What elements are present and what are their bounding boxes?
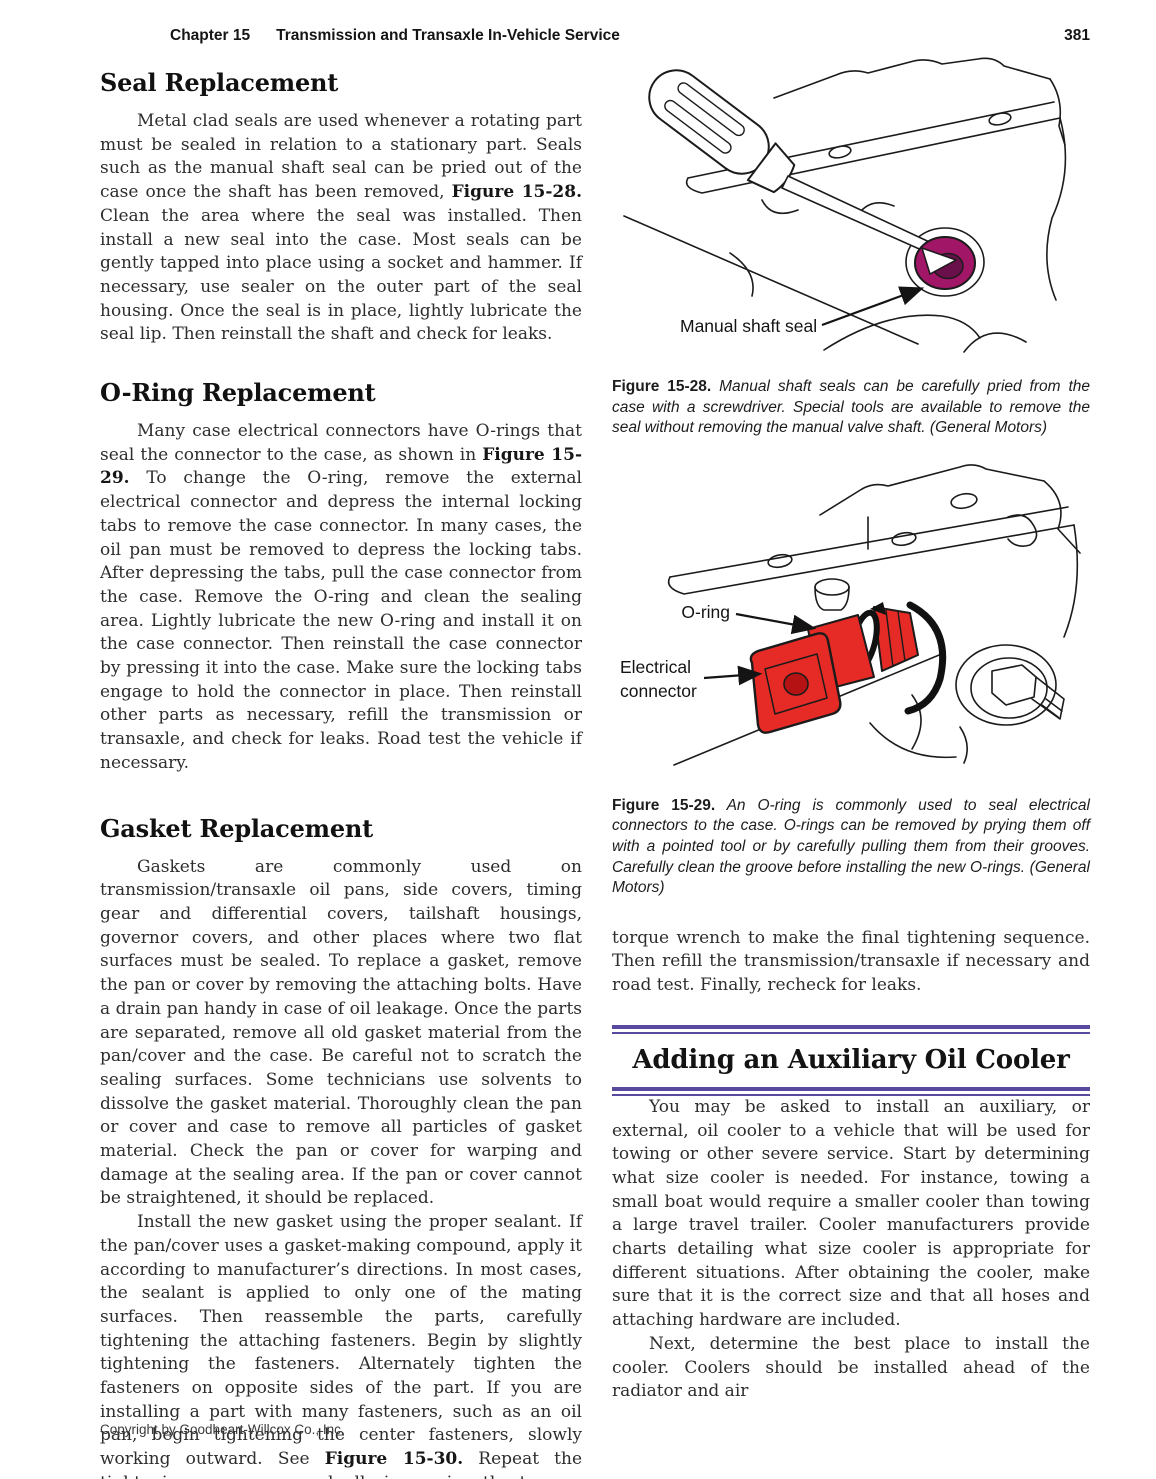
oring-text: Many case electrical connectors have O-r…: [100, 421, 582, 465]
seal-replacement-heading: Seal Replacement: [100, 68, 339, 97]
oring-text-continued: To change the O-ring, remove the externa…: [100, 468, 582, 773]
oring-replacement-paragraph: Many case electrical connectors have O-r…: [100, 420, 582, 776]
seal-replacement-paragraph: Metal clad seals are used whenever a rot…: [100, 110, 582, 347]
seal-text: Metal clad seals are used whenever a rot…: [100, 111, 582, 203]
figure-15-30-reference: Figure 15-30.: [324, 1449, 464, 1470]
figure-15-28-caption: Figure 15-28. Manual shaft seals can be …: [612, 377, 1090, 439]
oil-cooler-section: Adding an Auxiliary Oil Cooler: [612, 1024, 1090, 1096]
figure-15-28: Manual shaft seal Figure 15-28. Manual s…: [612, 48, 1090, 439]
chapter-title: Transmission and Transaxle In-Vehicle Se…: [276, 27, 620, 44]
electrical-connector-graphic: [749, 601, 919, 734]
connector-callout-arrow: [703, 665, 763, 686]
torque-wrench-paragraph: torque wrench to make the final tighteni…: [612, 927, 1090, 996]
manual-shaft-seal-illustration: Manual shaft seal: [623, 57, 1067, 353]
figure-15-29-caption-text: An O-ring is commonly used to seal elect…: [612, 796, 1090, 897]
figure-15-29-caption: Figure 15-29. An O-ring is commonly used…: [612, 796, 1090, 899]
heading-rule-top: [612, 1024, 1090, 1034]
electrical-connector-label-line2: connector: [620, 681, 697, 701]
right-column: Manual shaft seal Figure 15-28. Manual s…: [612, 48, 1090, 1404]
page-number: 381: [1064, 27, 1090, 44]
manual-shaft-seal-graphic: [914, 236, 976, 290]
gasket-text-continued: Repeat the tightening sequence, graduall…: [100, 1449, 583, 1479]
oil-cooler-paragraph-1: You may be asked to install an auxiliary…: [612, 1096, 1090, 1331]
bore-shadow: [904, 601, 947, 715]
oring-replacement-heading: O-Ring Replacement: [100, 378, 376, 408]
electrical-connector-label-line1: Electrical: [620, 657, 691, 677]
gasket-paragraph-2: Install the new gasket using the proper …: [100, 1211, 582, 1479]
screwdriver-tip: [920, 246, 958, 276]
figure-15-28-reference: Figure 15-28.: [451, 182, 582, 203]
figure-15-29: O-ring Electrical connector Figure 15-29…: [612, 457, 1090, 899]
seal-text-continued: Clean the area where the seal was instal…: [100, 205, 582, 345]
figure-15-29-caption-label: Figure 15-29.: [612, 796, 716, 814]
manual-shaft-seal-label: Manual shaft seal: [680, 316, 817, 336]
gasket-text: Install the new gasket using the proper …: [100, 1212, 582, 1470]
seal-callout-arrow: [821, 286, 925, 327]
oil-cooler-heading: Adding an Auxiliary Oil Cooler: [632, 1044, 1070, 1075]
transmission-case-lines: [623, 57, 1067, 353]
gasket-paragraph-1: Gaskets are commonly used on transmissio…: [100, 856, 582, 1209]
electrical-connector-illustration: O-ring Electrical connector: [620, 463, 1081, 766]
copyright-notice: Copyright by Goodheart-Willcox Co., Inc.: [100, 1422, 345, 1437]
figure-15-28-caption-text: Manual shaft seals can be carefully prie…: [612, 378, 1091, 437]
running-head: Chapter 15 Transmission and Transaxle In…: [170, 27, 1090, 45]
oring-callout-arrow: [735, 612, 817, 634]
oring-label: O-ring: [681, 602, 730, 622]
screwdriver: [648, 69, 945, 261]
oil-cooler-paragraph-2: Next, determine the best place to instal…: [612, 1333, 1090, 1402]
figure-15-28-caption-label: Figure 15-28.: [612, 378, 712, 395]
heading-rule-bottom: [612, 1086, 1090, 1096]
figure-15-29-reference: Figure 15-29.: [100, 444, 582, 489]
left-column: Seal Replacement Metal clad seals are us…: [100, 68, 582, 1479]
gasket-replacement-heading: Gasket Replacement: [100, 813, 374, 843]
chapter-label: Chapter 15: [170, 27, 251, 44]
transmission-case-lines: [667, 463, 1081, 766]
